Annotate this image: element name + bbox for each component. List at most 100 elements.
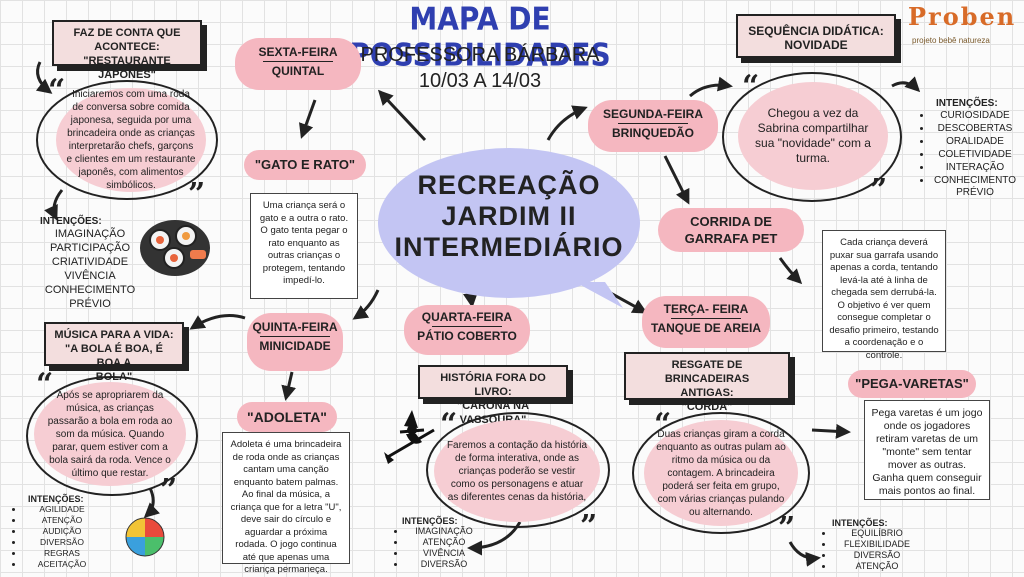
- close-quote-icon: ”: [188, 177, 206, 212]
- resgate-intention-1: FLEXIBILIDADE: [834, 539, 920, 550]
- resgate-label-line1: RESGATE DE BRINCADEIRAS: [664, 359, 750, 385]
- resgate-intention-2: DIVERSÃO: [834, 550, 920, 561]
- arrow-corrida-rect: [778, 257, 803, 285]
- beach-ball-icon: [125, 517, 165, 557]
- open-quote-icon: “: [654, 407, 672, 442]
- open-quote-icon: “: [36, 367, 54, 402]
- gato-rato-label: "GATO E RATO": [244, 150, 366, 180]
- seq-intention-0: CURIOSIDADE: [932, 109, 1018, 122]
- center-line-3: INTERMEDIÁRIO: [394, 232, 624, 262]
- arrow-resgate-pega: [811, 423, 851, 439]
- day-segunda-place: BRINQUEDÃO: [611, 126, 694, 140]
- musica-intention-4: REGRAS: [24, 548, 100, 559]
- day-quinta-place: MINICIDADE: [259, 339, 331, 353]
- faz-intentions-title: INTENÇÕES:: [40, 216, 102, 227]
- arrow-segunda-sequencia: [689, 76, 733, 98]
- day-segunda-label: SEGUNDA-FEIRA: [602, 107, 703, 121]
- adoleta-text: Adoleta é uma brincadeira de roda onde a…: [222, 432, 350, 575]
- resgate-label-line2: ANTIGAS:: [680, 387, 734, 399]
- faz-intention-5: PRÉVIO: [69, 298, 111, 310]
- seq-intention-3: COLETIVIDADE: [932, 148, 1018, 161]
- faz-de-conta-label: FAZ DE CONTA QUE ACONTECE: "RESTAURANTE …: [52, 20, 202, 81]
- musica-intention-1: ATENÇÃO: [24, 515, 100, 526]
- historia-label: HISTÓRIA FORA DO LIVRO: "CARONA NA VASSO…: [418, 365, 568, 426]
- faz-intention-4: CONHECIMENTO: [44, 284, 136, 296]
- historia-ring: [426, 412, 610, 528]
- arrow-faz-bubble: [35, 61, 53, 94]
- gato-rato-text: Uma criança será o gato e a outra o rato…: [250, 193, 358, 299]
- arrow-seq-intencoes: [891, 76, 921, 93]
- logo-tagline: projeto bebê natureza: [912, 36, 990, 45]
- close-quote-icon: ”: [160, 473, 178, 508]
- historia-intentions: INTENÇÕES: IMAGINAÇÃO ATENÇÃO VIVÊNCIA D…: [392, 516, 482, 570]
- historia-text: Faremos a contação da história de forma …: [446, 439, 588, 503]
- day-quarta: QUARTA-FEIRA PÁTIO COBERTO: [404, 305, 530, 355]
- historia-intention-1: ATENÇÃO: [406, 537, 482, 548]
- seq-intention-5: CONHECIMENTO: [932, 174, 1018, 187]
- faz-label-line2: ACONTECE:: [94, 41, 160, 53]
- resgate-label: RESGATE DE BRINCADEIRAS ANTIGAS: "CORDA": [624, 352, 790, 413]
- open-quote-icon: “: [742, 69, 760, 104]
- musica-intention-3: DIVERSÃO: [24, 537, 100, 548]
- pega-varetas-label: "PEGA-VARETAS": [848, 370, 976, 398]
- corrida-label: CORRIDA DE GARRAFA PET: [658, 208, 804, 252]
- day-quarta-label: QUARTA-FEIRA: [421, 310, 513, 324]
- day-segunda: SEGUNDA-FEIRA BRINQUEDÃO: [588, 100, 718, 152]
- teacher-name: PROFESSORA BÁRBARA: [360, 44, 600, 66]
- corrida-text: Cada criança deverá puxar sua garrafa us…: [822, 230, 946, 361]
- musica-intention-5: ACEITAÇÃO: [24, 559, 100, 570]
- musica-label: MÚSICA PARA A VIDA: "A BOLA É BOA, É BOA…: [44, 322, 184, 383]
- day-quarta-place: PÁTIO COBERTO: [417, 329, 517, 343]
- seq-label-line1: SEQUÊNCIA DIDÁTICA:: [748, 24, 884, 38]
- musica-intentions-title: INTENÇÕES:: [28, 494, 84, 504]
- musica-intention-0: AGILIDADE: [24, 504, 100, 515]
- day-terca: TERÇA- FEIRA TANQUE DE AREIA: [642, 296, 770, 348]
- day-terca-label: TERÇA- FEIRA: [663, 302, 749, 316]
- musica-ring: [26, 376, 198, 496]
- arrow-segunda-corrida: [663, 155, 690, 205]
- historia-intention-0: IMAGINAÇÃO: [406, 526, 482, 537]
- center-line-1: RECREAÇÃO: [417, 170, 601, 200]
- arrow-quinta-adoleta: [281, 371, 297, 401]
- center-cloud: [378, 148, 640, 298]
- arrow-sexta-gato: [299, 99, 317, 139]
- cloud-tail: [575, 282, 623, 308]
- seq-intentions: INTENÇÕES: CURIOSIDADE DESCOBERTAS ORALI…: [918, 98, 1018, 198]
- day-sexta-place: QUINTAL: [271, 64, 325, 78]
- historia-label-line1: HISTÓRIA FORA DO LIVRO:: [440, 372, 546, 398]
- close-quote-icon: ”: [870, 173, 888, 208]
- faz-intention-3: VIVÊNCIA: [64, 270, 116, 282]
- musica-label-line2: "A BOLA É BOA, É BOA A: [65, 343, 163, 369]
- open-quote-icon: “: [440, 407, 458, 442]
- resgate-label-line3: "CORDA": [681, 401, 733, 413]
- musica-text: Após se apropriarem da música, as crianç…: [47, 389, 173, 479]
- day-terca-place: TANQUE DE AREIA: [650, 321, 761, 335]
- arrow-center-segunda: [546, 105, 588, 141]
- seq-intention-2: ORALIDADE: [932, 135, 1018, 148]
- arrow-center-sexta: [377, 89, 427, 142]
- seq-intentions-title: INTENÇÕES:: [936, 98, 998, 109]
- close-quote-icon: ”: [580, 509, 598, 544]
- resgate-intention-0: EQUILÍBRIO: [834, 528, 920, 539]
- day-sexta-label: SEXTA-FEIRA: [258, 45, 338, 59]
- faz-label-line3: "RESTAURANTE JAPONÊS": [83, 55, 171, 81]
- arrow-quinta-musica: [189, 314, 246, 330]
- day-quinta-label: QUINTA-FEIRA: [252, 320, 338, 334]
- sequencia-label: SEQUÊNCIA DIDÁTICA: NOVIDADE: [736, 14, 896, 58]
- page-title: MAPA DE POSSIBILIDADES: [349, 0, 611, 74]
- arrow-resgate-intencoes: [788, 541, 821, 567]
- resgate-intention-3: ATENÇÃO: [834, 561, 920, 572]
- musica-label-line1: MÚSICA PARA A VIDA:: [54, 329, 174, 341]
- faz-intention-0: IMAGINAÇÃO: [54, 228, 126, 240]
- logo: Proben: [908, 2, 1017, 31]
- seq-intention-1: DESCOBERTAS: [932, 122, 1018, 135]
- faz-intentions: INTENÇÕES: IMAGINAÇÃO PARTICIPAÇÃO CRIAT…: [40, 216, 140, 311]
- arrow-musica-intencoes: [143, 487, 160, 519]
- center-title: RECREAÇÃO JARDIM II INTERMEDIÁRIO: [378, 170, 640, 263]
- musica-intentions: INTENÇÕES: AGILIDADE ATENÇÃO AUDIÇÃO DIV…: [10, 494, 100, 570]
- seq-ring: [722, 72, 902, 202]
- faz-intention-2: CRIATIVIDADE: [51, 256, 129, 268]
- seq-bubble: Chegou a vez da Sabrina compartilhar sua…: [738, 82, 888, 190]
- historia-intention-2: VIVÊNCIA: [406, 548, 482, 559]
- date-range: 10/03 A 14/03: [418, 70, 542, 92]
